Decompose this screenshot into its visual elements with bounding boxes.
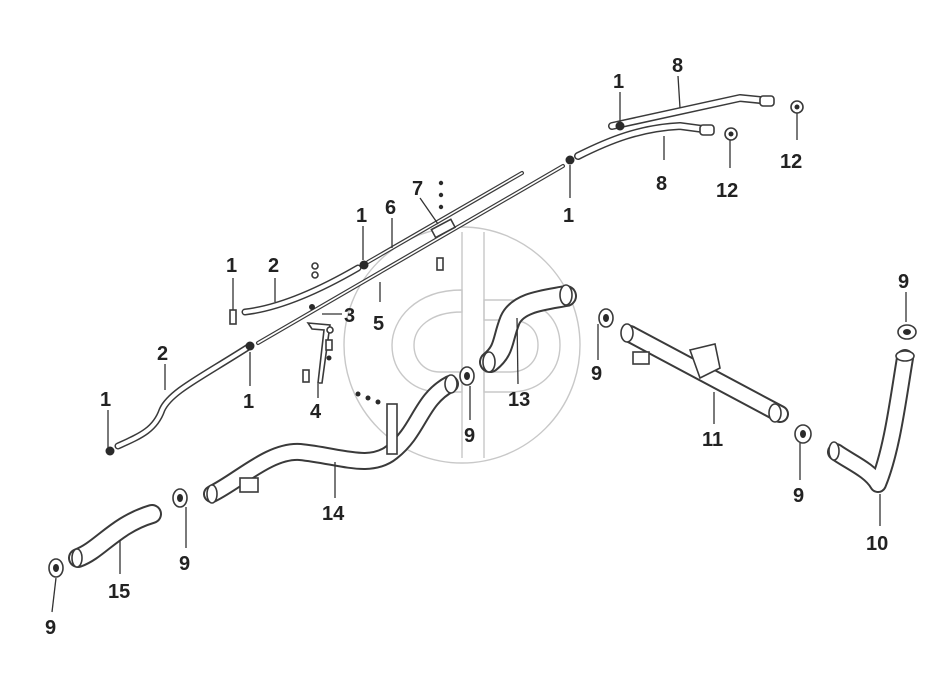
callout-9-pipe-14: 9 (179, 553, 190, 575)
pipe-8-lower (574, 122, 715, 160)
hose-15 (68, 504, 162, 568)
callout-12-right: 12 (780, 151, 802, 173)
clamp-1-upper-right (565, 121, 625, 165)
pipe-11 (620, 323, 789, 423)
pipe-2-lower (114, 342, 254, 450)
pipe-8-upper (608, 94, 775, 130)
callout-9-hose-10: 9 (898, 271, 909, 293)
callout-1-right: 1 (563, 205, 574, 227)
callout-11: 11 (702, 429, 723, 451)
callout-5: 5 (373, 313, 384, 335)
clamp-9-hose-13 (459, 308, 614, 386)
gd-logo-watermark (343, 226, 581, 464)
bracket-7 (430, 180, 457, 271)
callout-labels: 8 1 12 8 12 1 7 6 1 2 1 3 5 2 1 4 1 13 9… (45, 55, 909, 639)
callout-1-upper-left: 1 (226, 255, 237, 277)
callout-10: 10 (866, 533, 888, 555)
callout-8-lower: 8 (656, 173, 667, 195)
callout-1-top: 1 (613, 71, 624, 93)
callout-14: 14 (322, 503, 345, 525)
clamp-1-mid (229, 260, 369, 325)
callout-4: 4 (310, 401, 322, 423)
clamp-9-hose-10 (897, 324, 917, 340)
hose-10 (827, 349, 915, 493)
callout-1-left: 1 (100, 389, 111, 411)
clamp-9-hose-15 (48, 558, 64, 578)
clamp-9-pipe-11 (794, 424, 812, 444)
callout-7: 7 (412, 178, 423, 200)
clamp-12-b (724, 127, 738, 141)
callout-9-center: 9 (464, 425, 475, 447)
clamp-9-pipe-14 (172, 488, 188, 508)
callout-3: 3 (344, 305, 355, 327)
clamp-12-a (790, 100, 804, 114)
callout-6: 6 (385, 197, 396, 219)
callout-1-mid: 1 (356, 205, 367, 227)
tube-5 (256, 164, 565, 345)
callout-2-upper: 2 (268, 255, 279, 277)
tube-6 (366, 171, 524, 264)
callout-2-lower: 2 (157, 343, 168, 365)
callout-9-pipe-11: 9 (793, 485, 804, 507)
callout-1-lower-mid: 1 (243, 391, 254, 413)
callout-12-mid: 12 (716, 180, 738, 202)
callout-13: 13 (508, 389, 530, 411)
pipe-2-upper (241, 264, 362, 316)
callout-9-hose-13: 9 (591, 363, 602, 385)
clamp-1-lower (105, 341, 255, 456)
bracket-4 (302, 322, 334, 384)
hose-13 (479, 284, 577, 373)
callout-9-hose-15: 9 (45, 617, 56, 639)
callout-15: 15 (108, 581, 130, 603)
callout-8-top: 8 (672, 55, 683, 77)
leader-lines (51, 75, 907, 613)
pipe-14 (203, 374, 459, 504)
